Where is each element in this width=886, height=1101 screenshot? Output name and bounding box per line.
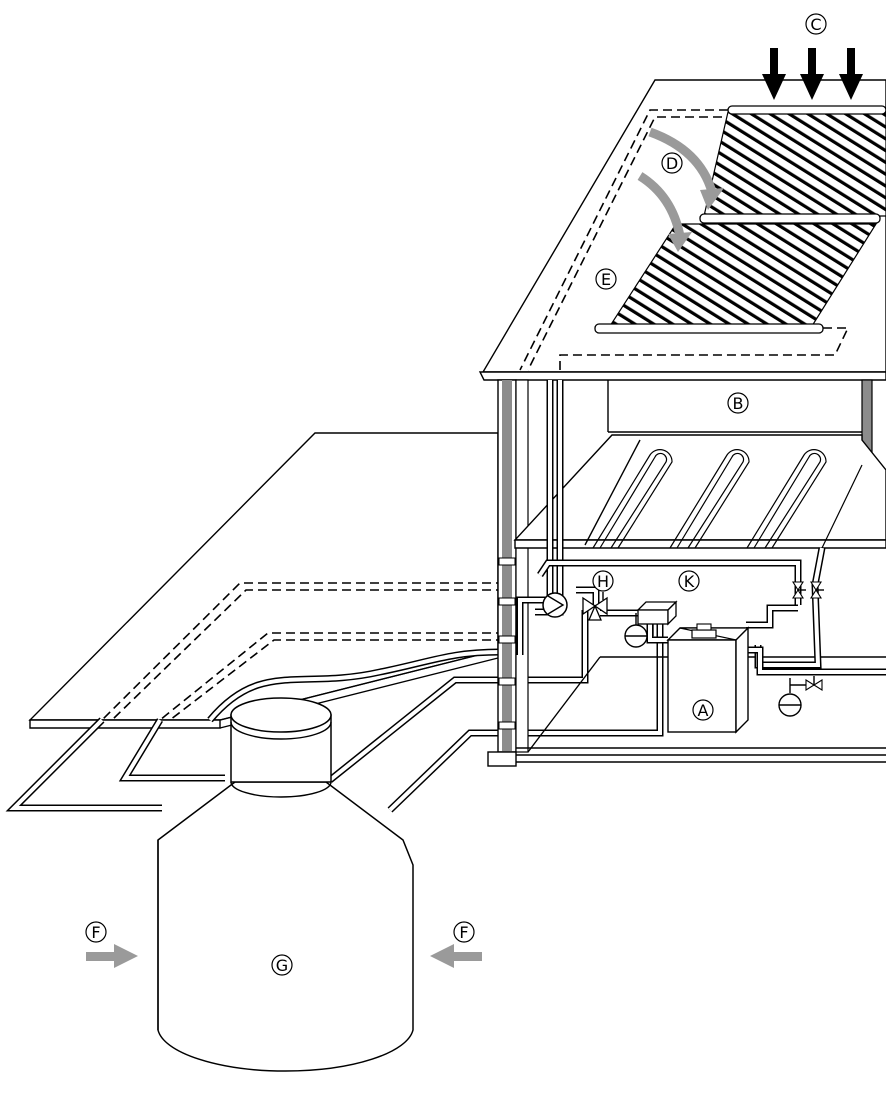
label-e: E	[595, 268, 617, 290]
ground-collector-dashed	[101, 582, 505, 721]
svg-text:C: C	[810, 15, 821, 34]
heat-pump-unit	[666, 623, 750, 734]
three-way-valve	[582, 592, 608, 621]
label-b: B	[727, 392, 749, 414]
storage-tank	[157, 697, 414, 1072]
controller-box	[636, 600, 678, 636]
circulation-pump	[542, 592, 568, 618]
solar-collector-lower	[594, 223, 878, 334]
label-a: A	[692, 699, 714, 721]
svg-text:G: G	[276, 956, 288, 975]
svg-text:F: F	[459, 923, 468, 942]
label-f-left: F	[85, 921, 107, 943]
ground-heat-arrows	[86, 944, 482, 968]
label-f-right: F	[453, 921, 475, 943]
expansion-vessel-right	[778, 676, 823, 717]
label-h: H	[592, 570, 614, 592]
svg-text:A: A	[698, 701, 709, 720]
svg-text:B: B	[733, 394, 744, 413]
svg-text:D: D	[666, 154, 678, 173]
shutoff-valves	[792, 581, 824, 599]
svg-text:E: E	[601, 270, 611, 289]
svg-text:H: H	[597, 572, 609, 591]
label-d: D	[661, 152, 683, 174]
label-c: C	[805, 13, 827, 35]
sun-radiation-arrows	[762, 48, 863, 100]
svg-text:F: F	[91, 923, 100, 942]
label-k: K	[678, 570, 700, 592]
svg-text:K: K	[684, 572, 695, 591]
label-g: G	[271, 954, 293, 976]
ambient-air-arrows	[637, 127, 724, 252]
underfloor-heating	[513, 434, 886, 549]
collector-dashed-pipes	[519, 109, 850, 371]
expansion-vessel-left	[624, 613, 648, 648]
solar-collector-upper	[699, 105, 886, 224]
